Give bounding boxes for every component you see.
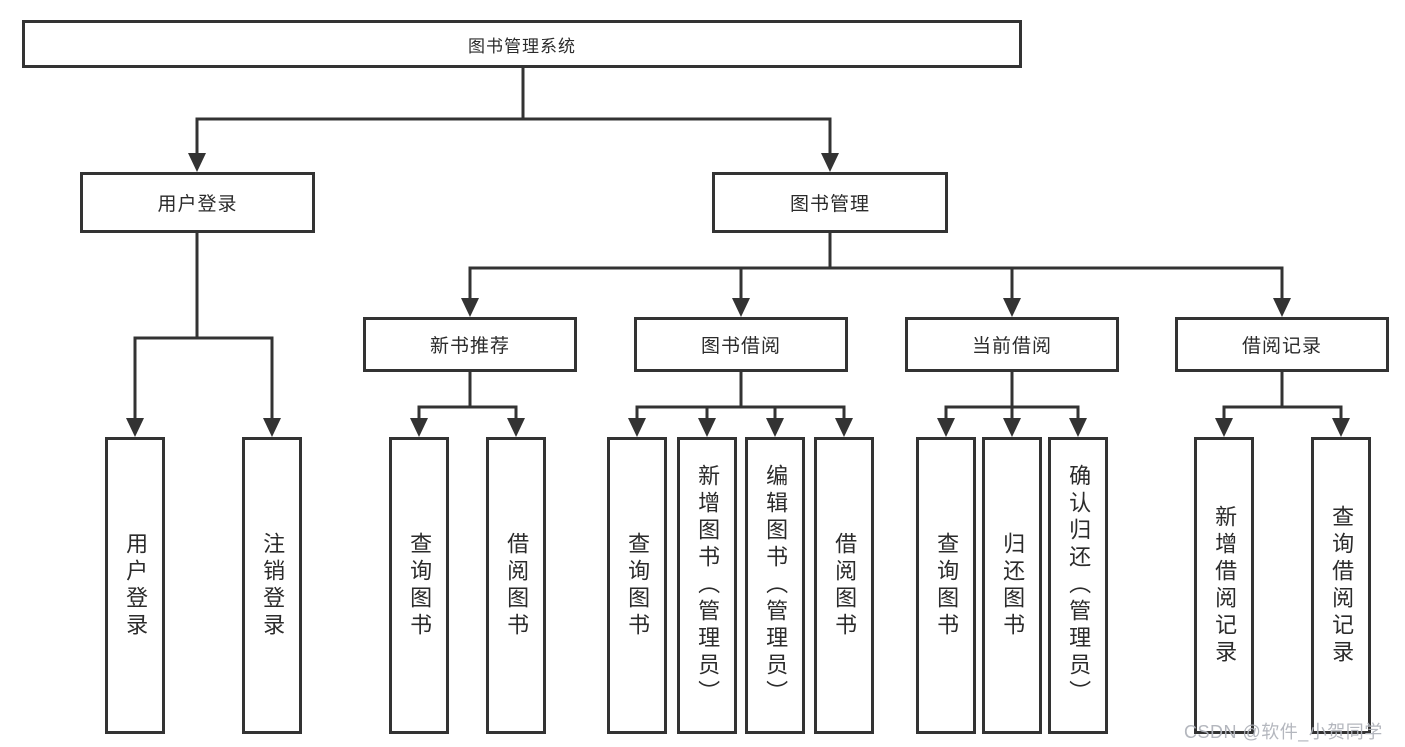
leaf-bb-add-books: 新增图书（管理员） <box>677 437 737 734</box>
leaf-br-add-record: 新增借阅记录 <box>1194 437 1254 734</box>
leaf-user-login-label: 用户登录 <box>123 531 149 640</box>
leaf-nb-query-books-label: 查询图书 <box>407 531 433 640</box>
leaf-logout: 注销登录 <box>242 437 302 734</box>
leaf-cb-return-books-label: 归还图书 <box>1000 531 1026 640</box>
leaf-nb-borrow-books-label: 借阅图书 <box>504 531 530 640</box>
node-current-borrowing-label: 当前借阅 <box>971 336 1052 357</box>
leaf-bb-query-books: 查询图书 <box>607 437 667 734</box>
node-borrowing-records: 借阅记录 <box>1175 317 1389 372</box>
node-user-login-label: 用户登录 <box>157 194 238 215</box>
node-book-management: 图书管理 <box>712 172 948 233</box>
leaf-bb-add-books-label: 新增图书（管理员） <box>695 464 721 707</box>
leaf-br-query-record: 查询借阅记录 <box>1311 437 1371 734</box>
node-borrowing-records-label: 借阅记录 <box>1241 336 1322 357</box>
node-book-borrowing: 图书借阅 <box>634 317 848 372</box>
leaf-cb-confirm-return-label: 确认归还（管理员） <box>1066 464 1092 707</box>
node-current-borrowing: 当前借阅 <box>905 317 1119 372</box>
leaf-bb-borrow-books: 借阅图书 <box>814 437 874 734</box>
node-new-book-recommendation: 新书推荐 <box>363 317 577 372</box>
leaf-bb-borrow-books-label: 借阅图书 <box>832 531 858 640</box>
leaf-logout-label: 注销登录 <box>260 531 286 640</box>
node-book-borrowing-label: 图书借阅 <box>700 336 781 357</box>
leaf-br-query-record-label: 查询借阅记录 <box>1329 504 1355 667</box>
leaf-cb-query-books: 查询图书 <box>916 437 976 734</box>
node-library-management-system: 图书管理系统 <box>22 20 1022 68</box>
leaf-nb-query-books: 查询图书 <box>389 437 449 734</box>
leaf-bb-edit-books: 编辑图书（管理员） <box>745 437 805 734</box>
node-user-login: 用户登录 <box>80 172 315 233</box>
leaf-nb-borrow-books: 借阅图书 <box>486 437 546 734</box>
node-library-management-system-label: 图书管理系统 <box>468 36 576 56</box>
leaf-cb-return-books: 归还图书 <box>982 437 1042 734</box>
leaf-bb-query-books-label: 查询图书 <box>625 531 651 640</box>
leaf-bb-edit-books-label: 编辑图书（管理员） <box>763 464 789 707</box>
leaf-user-login: 用户登录 <box>105 437 165 734</box>
leaf-br-add-record-label: 新增借阅记录 <box>1212 504 1238 667</box>
node-book-management-label: 图书管理 <box>789 194 870 215</box>
node-new-book-recommendation-label: 新书推荐 <box>429 336 510 357</box>
leaf-cb-query-books-label: 查询图书 <box>934 531 960 640</box>
csdn-watermark: CSDN @软件_小贺同学 <box>1184 722 1383 742</box>
leaf-cb-confirm-return: 确认归还（管理员） <box>1048 437 1108 734</box>
